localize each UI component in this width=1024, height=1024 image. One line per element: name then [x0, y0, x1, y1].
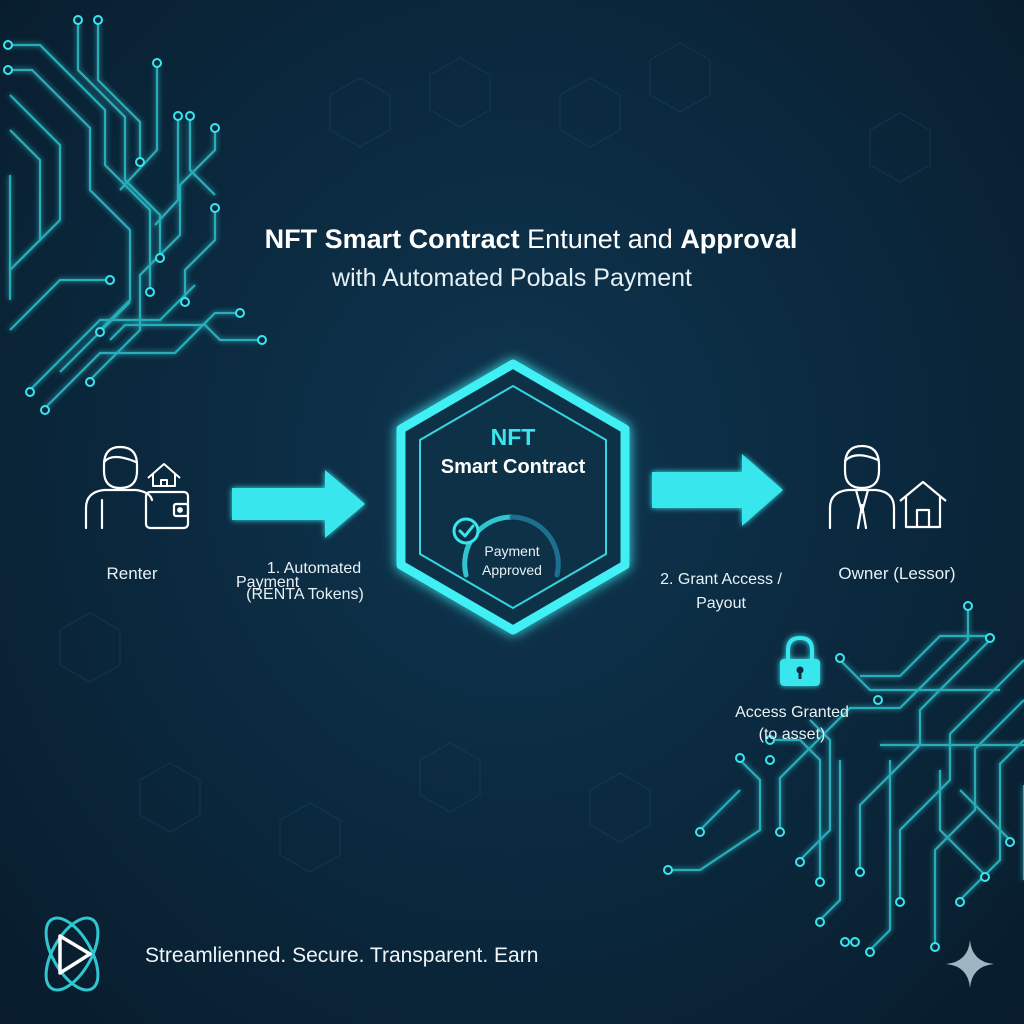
flow-arrow-left — [232, 470, 365, 538]
circuit-bottom-right — [670, 608, 1024, 951]
circuit-top-left — [8, 22, 260, 409]
contract-title: NFT — [490, 424, 536, 450]
renter-label: Renter — [106, 564, 158, 583]
diagram-title-line2: with Automated Pobals Payment — [332, 264, 692, 292]
payment-status-line2: Approved — [482, 562, 542, 578]
lock-icon — [780, 635, 820, 686]
wallet-icon — [144, 490, 190, 530]
step2-line1: 2. Grant Access / — [660, 571, 782, 588]
logo-icon — [44, 916, 100, 992]
access-granted-label: Access Granted (to asset) — [712, 702, 872, 746]
step1-line2: Payment — [236, 574, 300, 591]
title-normal: Entunet and — [519, 224, 681, 254]
step2-line2: Payout — [696, 595, 746, 612]
renter-person-icon — [84, 445, 154, 530]
title-bold-2: Approval — [680, 224, 798, 254]
sparkle-icon — [946, 940, 994, 988]
check-icon — [452, 517, 480, 545]
smart-contract-hexagon — [396, 359, 630, 635]
circuit-bottom-right-nodes — [663, 601, 1015, 957]
house-icon — [899, 480, 947, 529]
step1-line1: 1. Automated — [266, 560, 362, 577]
payment-status: Payment Approved — [462, 542, 562, 580]
step1-label: 1. Automated Payment (RENTA Tokens) — [220, 558, 390, 606]
circuit-top-left-nodes — [3, 15, 267, 415]
hex-pattern — [59, 42, 931, 873]
step1-line3: (RENTA Tokens) — [246, 586, 364, 603]
house-icon — [147, 463, 181, 487]
step2-label: 2. Grant Access / Payout — [636, 568, 806, 616]
contract-subtitle: Smart Contract — [440, 456, 586, 478]
tagline: Streamlienned. Secure. Transparent. Earn — [145, 944, 539, 967]
title-bold-1: NFT Smart Contract — [264, 224, 520, 254]
owner-person-icon — [828, 444, 896, 530]
payment-status-line1: Payment — [484, 543, 540, 559]
diagram-title-line1: NFT Smart Contract Entunet and Approval — [0, 224, 1024, 255]
flow-arrow-right — [652, 454, 783, 526]
access-line1: Access Granted — [735, 704, 849, 721]
owner-label: Owner (Lessor) — [838, 564, 956, 583]
access-line2: (to asset) — [758, 726, 826, 743]
